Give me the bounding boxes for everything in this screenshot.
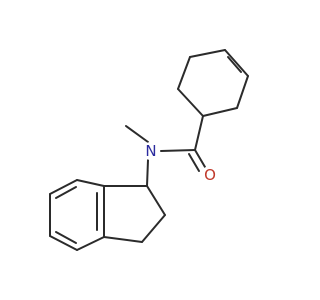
bond-carbonyl-double-outer: [194, 149, 206, 168]
bond-c1-c2: [146, 185, 166, 216]
bond-ring-c2-c3: [177, 56, 191, 90]
bond-ring-c4-c5-double: [224, 49, 249, 77]
bond-ring-c1-c2: [177, 88, 204, 117]
atom-label-nitrogen-group: N: [142, 142, 160, 160]
bond-aromatic-inner-2: [55, 231, 77, 244]
bond-ring-c3-c4: [189, 49, 226, 58]
bond-ring-c5-c6: [236, 75, 249, 109]
indane-benzene-ring: [49, 179, 105, 251]
bond-n-to-indane: [146, 159, 149, 187]
molecule-structure: N O: [49, 49, 249, 251]
nitrogen-label-background: [142, 142, 160, 160]
atom-label-nitrogen: N: [145, 142, 156, 160]
amide-group: [125, 115, 206, 187]
bond-c7-c7a: [76, 179, 105, 187]
indane-cyclopentane: [103, 185, 166, 243]
bond-carbonyl-to-n: [160, 149, 196, 152]
atom-label-oxygen: O: [204, 166, 216, 184]
bond-aromatic-inner-3: [55, 186, 77, 199]
bond-ring-to-carbonyl: [194, 115, 204, 151]
atom-label-oxygen-group: O: [201, 166, 219, 184]
bond-c6-c7: [49, 179, 78, 195]
bond-c4-c5: [49, 235, 78, 251]
cyclohexene-ring: [177, 49, 249, 117]
bond-ring-c4-c5-double-inner: [227, 56, 242, 73]
oxygen-label-background: [201, 166, 219, 184]
bond-n-methyl: [125, 125, 149, 143]
bond-c3-c3a: [103, 236, 143, 243]
bond-ring-c6-c1: [202, 107, 238, 117]
bond-c3a-c4: [76, 236, 105, 251]
bond-c2-c3: [141, 214, 166, 243]
bond-carbonyl-double-inner: [188, 153, 200, 172]
